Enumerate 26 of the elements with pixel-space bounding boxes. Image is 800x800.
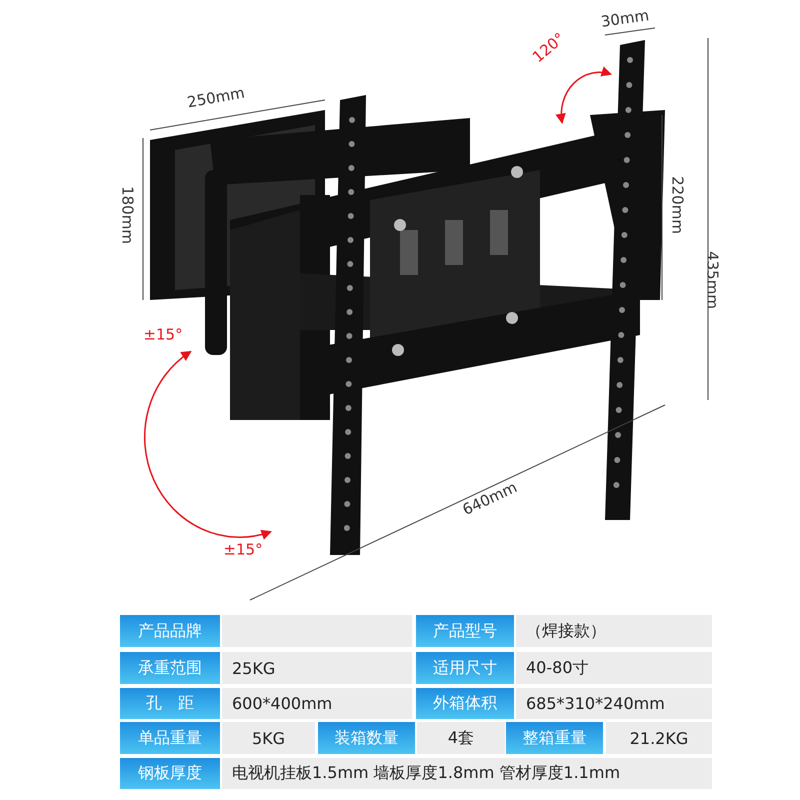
table-cell: 4套 [417,722,505,754]
table-cell: 25KG [222,652,412,684]
dimension-label: 30mm [600,8,650,30]
table-cell: 600*400mm [222,688,412,719]
table-header-cell: 孔 距 [120,688,220,719]
table-cell: 5KG [222,722,315,754]
dimension-label: 180mm [120,186,134,244]
table-header-cell: 承重范围 [120,652,220,684]
table-cell: （焊接款） [516,615,712,647]
table-header-cell: 单品重量 [120,722,220,754]
dimension-label: 435mm [704,251,720,309]
table-cell: 电视机挂板1.5mm 墙板厚度1.8mm 管材厚度1.1mm [222,758,712,789]
table-cell: 40-80寸 [516,652,712,684]
table-cell: 21.2KG [606,722,712,754]
table-header-cell: 钢板厚度 [120,758,220,789]
table-header-cell: 装箱数量 [318,722,415,754]
table-header-cell: 整箱重量 [506,722,603,754]
table-cell: 685*310*240mm [516,688,712,719]
table-header-cell: 产品型号 [416,615,514,647]
table-header-cell: 外箱体积 [416,688,514,719]
dimension-label: 250mm [186,86,246,110]
angle-label: ±15° [223,542,263,558]
dimension-label: 220mm [670,176,684,234]
table-header-cell: 适用尺寸 [416,652,514,684]
table-header-cell: 产品品牌 [120,615,220,647]
angle-label: ±15° [143,328,183,342]
